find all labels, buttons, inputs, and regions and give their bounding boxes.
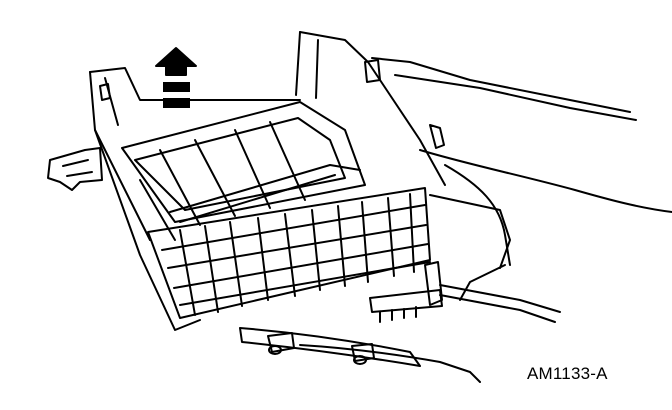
- blower-housing-shell: [89, 31, 446, 331]
- left-mounting-bracket: [47, 147, 103, 191]
- bolt-left-icon: [267, 332, 295, 355]
- vehicle-structure: [371, 57, 672, 323]
- bolt-right-icon: [351, 343, 375, 365]
- right-connector: [364, 59, 445, 323]
- filter-frame: [121, 101, 366, 241]
- figure-reference-code: AM1133-A: [527, 364, 608, 383]
- grille: [147, 187, 431, 319]
- arrow-up-icon: [155, 47, 197, 108]
